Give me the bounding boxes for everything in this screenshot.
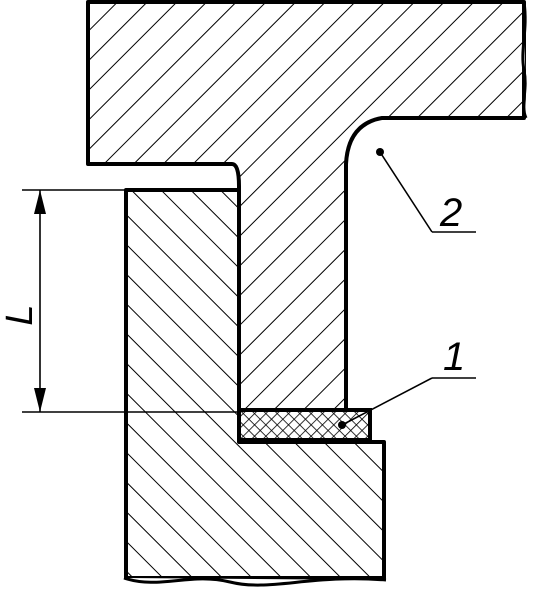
dimension-arrow-top (34, 190, 46, 214)
break-line-upper (521, 1, 528, 119)
callout-label-1: 1 (443, 335, 465, 379)
upper-part (86, 0, 526, 412)
gasket (237, 408, 372, 442)
leader-line-2 (379, 151, 433, 233)
dimension-label: L (0, 304, 41, 325)
leader-line-1 (341, 377, 433, 426)
callout-label-2: 2 (439, 191, 462, 235)
break-line-lower (123, 576, 387, 587)
dimension-arrow-bottom (34, 388, 46, 412)
